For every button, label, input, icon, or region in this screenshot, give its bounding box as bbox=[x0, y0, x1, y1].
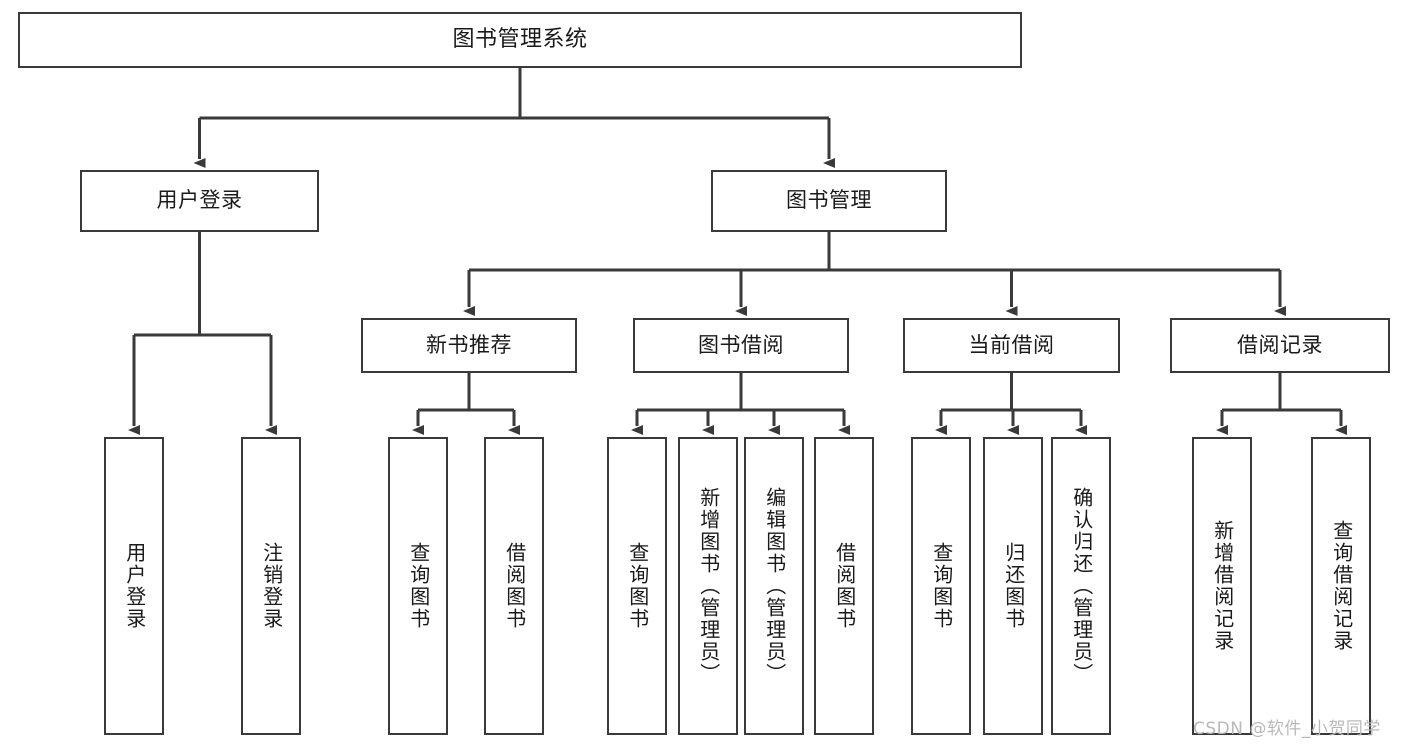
csdn-watermark: CSDN @软件_小贺同学 bbox=[1193, 719, 1381, 739]
node-current-borrow: 当前借阅 bbox=[903, 318, 1120, 373]
node-label: 查询图书 bbox=[929, 542, 954, 630]
node-label: 归还图书 bbox=[1001, 542, 1026, 630]
node-leaf-logout: 注销登录 bbox=[241, 437, 301, 735]
node-label: 编辑图书（管理员） bbox=[762, 487, 787, 685]
node-user-login: 用户登录 bbox=[80, 170, 319, 232]
node-label: 注销登录 bbox=[259, 542, 284, 630]
node-leaf-add-borrow-record: 新增借阅记录 bbox=[1192, 437, 1252, 735]
node-label: 用户登录 bbox=[122, 542, 147, 630]
node-label: 新书推荐 bbox=[426, 332, 512, 357]
node-label: 当前借阅 bbox=[968, 332, 1055, 357]
node-label: 借阅记录 bbox=[1237, 332, 1323, 357]
node-leaf-edit-book-admin: 编辑图书（管理员） bbox=[744, 437, 804, 735]
node-label: 图书借阅 bbox=[698, 332, 784, 357]
node-label: 查询图书 bbox=[406, 542, 431, 630]
node-book-management: 图书管理 bbox=[711, 170, 947, 232]
node-label: 确认归还（管理员） bbox=[1069, 487, 1094, 685]
node-leaf-query-book-3: 查询图书 bbox=[911, 437, 971, 735]
node-root: 图书管理系统 bbox=[18, 12, 1022, 68]
node-leaf-query-book-1: 查询图书 bbox=[388, 437, 448, 735]
node-book-borrow: 图书借阅 bbox=[633, 318, 849, 373]
node-new-book-recommend: 新书推荐 bbox=[361, 318, 577, 373]
node-leaf-borrow-book-2: 借阅图书 bbox=[814, 437, 874, 735]
node-label: 新增借阅记录 bbox=[1210, 520, 1235, 652]
node-leaf-user-login: 用户登录 bbox=[104, 437, 164, 735]
node-label: 新增图书（管理员） bbox=[696, 487, 721, 685]
node-borrow-record: 借阅记录 bbox=[1170, 318, 1390, 373]
node-label: 图书管理 bbox=[786, 188, 872, 213]
node-label: 用户登录 bbox=[156, 188, 243, 213]
node-leaf-add-book-admin: 新增图书（管理员） bbox=[678, 437, 738, 735]
node-leaf-return-book: 归还图书 bbox=[983, 437, 1043, 735]
node-leaf-confirm-return-admin: 确认归还（管理员） bbox=[1051, 437, 1111, 735]
node-label: 查询图书 bbox=[625, 542, 650, 630]
node-leaf-query-book-2: 查询图书 bbox=[607, 437, 667, 735]
node-label: 借阅图书 bbox=[832, 542, 857, 630]
node-label: 查询借阅记录 bbox=[1329, 520, 1354, 652]
node-label: 图书管理系统 bbox=[452, 26, 588, 52]
node-leaf-borrow-book-1: 借阅图书 bbox=[484, 437, 544, 735]
node-label: 借阅图书 bbox=[502, 542, 527, 630]
node-leaf-query-borrow-record: 查询借阅记录 bbox=[1311, 437, 1371, 735]
